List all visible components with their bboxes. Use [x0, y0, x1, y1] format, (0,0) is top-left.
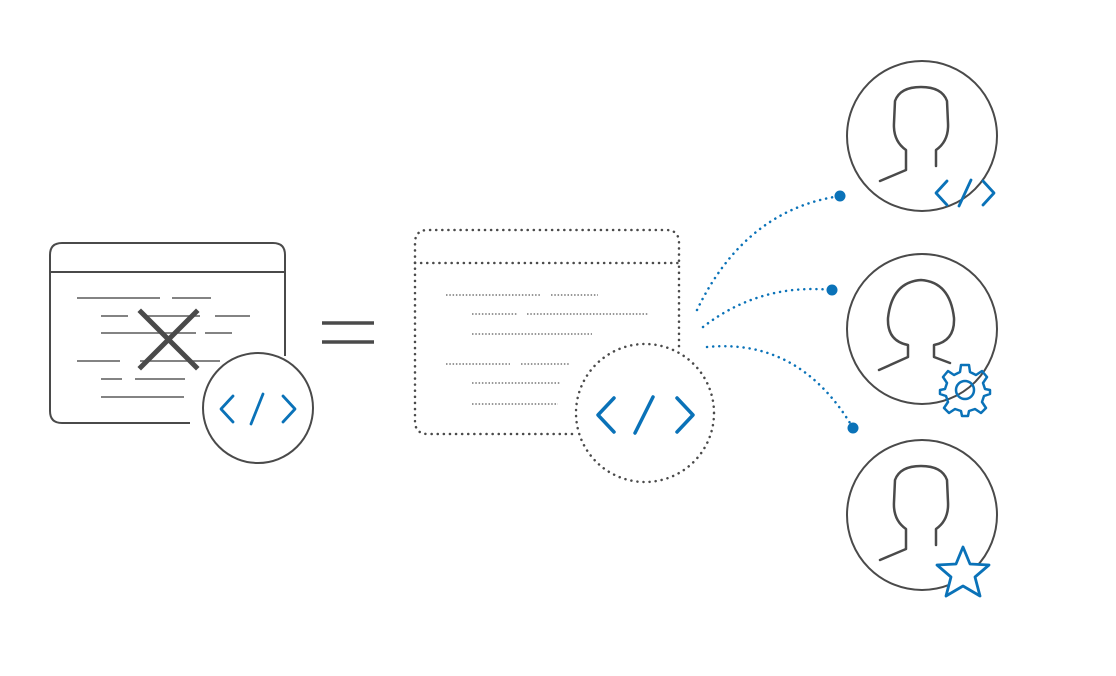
code-brackets-icon	[934, 178, 996, 208]
connector-to-user-2	[701, 287, 834, 329]
equals-icon	[322, 321, 374, 344]
dotted-browser-window-icon	[413, 228, 681, 436]
browser-window-icon	[49, 242, 286, 424]
connector-to-user-3	[705, 344, 855, 430]
user-1-circle	[846, 60, 998, 212]
connector-dot-1	[834, 190, 846, 202]
user-admin	[846, 253, 998, 418]
female-user-icon	[877, 278, 956, 372]
connector-dot-3	[847, 422, 859, 434]
connector-lines	[695, 194, 855, 430]
code-brackets-icon	[596, 395, 695, 435]
gear-icon	[938, 363, 992, 418]
star-icon	[935, 545, 991, 598]
dotted-text-lines	[446, 294, 648, 405]
male-user-icon	[878, 85, 950, 183]
code-brackets-icon	[219, 392, 297, 426]
broken-browser-window	[49, 242, 314, 464]
scrambled-text-lines	[77, 297, 250, 398]
user-2-circle	[846, 253, 998, 405]
connector-to-user-1	[695, 194, 842, 312]
male-user-icon	[878, 464, 950, 562]
dotted-browser-window	[413, 228, 716, 484]
x-mark-icon	[137, 308, 200, 371]
user-vip	[846, 439, 998, 598]
user-developer	[846, 60, 998, 212]
connector-dot-2	[826, 284, 838, 296]
connector-end-dots	[826, 190, 859, 434]
